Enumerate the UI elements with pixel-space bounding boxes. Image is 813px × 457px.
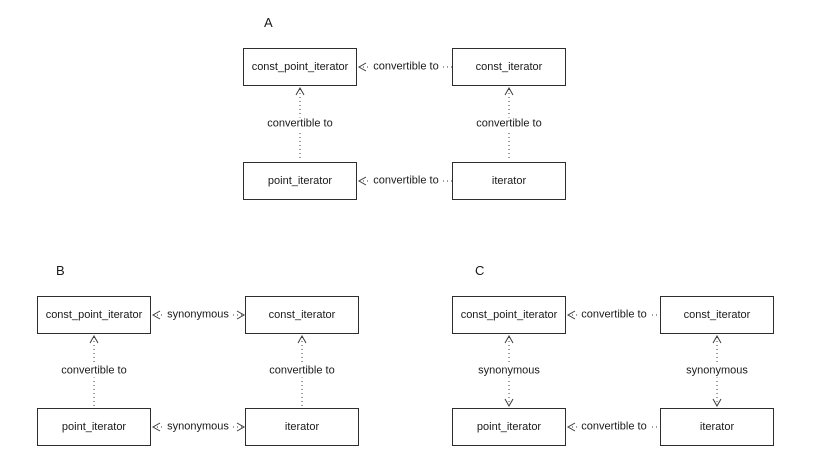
b-top-arrowhead-left-icon	[151, 310, 161, 320]
c-node-const-point-iterator: const_point_iterator	[452, 296, 566, 334]
c-left-arrowhead-down-icon	[504, 398, 514, 408]
c-left-arrowhead-up-icon	[504, 334, 514, 344]
c-right-arrow-label: synonymous	[683, 364, 751, 378]
a-bottom-arrowhead-left-icon	[357, 176, 367, 186]
c-node-iterator: iterator	[660, 408, 774, 446]
b-node-iterator: iterator	[245, 408, 359, 446]
diagram-c-title: C	[475, 263, 485, 278]
c-bottom-arrow-label: convertible to	[578, 420, 650, 434]
c-top-arrowhead-left-icon	[566, 310, 576, 320]
b-bottom-arrowhead-right-icon	[236, 422, 246, 432]
c-right-arrowhead-up-icon	[712, 334, 722, 344]
a-node-const-point-iterator: const_point_iterator	[243, 48, 357, 86]
c-left-arrow-label: synonymous	[475, 364, 543, 378]
b-top-arrow-label: synonymous	[164, 308, 232, 322]
a-top-arrowhead-left-icon	[357, 62, 367, 72]
c-bottom-arrowhead-left-icon	[566, 422, 576, 432]
c-top-arrow-label: convertible to	[578, 308, 650, 322]
b-node-const-point-iterator: const_point_iterator	[37, 296, 151, 334]
a-left-arrowhead-up-icon	[295, 86, 305, 96]
a-right-arrowhead-up-icon	[504, 86, 514, 96]
a-left-arrow-label: convertible to	[264, 117, 336, 131]
b-left-arrow-label: convertible to	[58, 364, 130, 378]
b-bottom-arrow-label: synonymous	[164, 420, 232, 434]
a-node-point-iterator: point_iterator	[243, 162, 357, 200]
diagram-a-title: A	[264, 15, 273, 30]
c-node-const-iterator: const_iterator	[660, 296, 774, 334]
c-right-arrowhead-down-icon	[712, 398, 722, 408]
a-top-arrow-label: convertible to	[370, 60, 442, 74]
b-right-arrow-label: convertible to	[266, 364, 338, 378]
a-bottom-arrow-label: convertible to	[370, 174, 442, 188]
b-top-arrowhead-right-icon	[236, 310, 246, 320]
a-right-arrow-label: convertible to	[473, 117, 545, 131]
diagram-b-title: B	[56, 263, 65, 278]
b-node-const-iterator: const_iterator	[245, 296, 359, 334]
a-node-iterator: iterator	[452, 162, 566, 200]
b-left-arrowhead-up-icon	[89, 334, 99, 344]
c-node-point-iterator: point_iterator	[452, 408, 566, 446]
b-node-point-iterator: point_iterator	[37, 408, 151, 446]
a-node-const-iterator: const_iterator	[452, 48, 566, 86]
b-right-arrowhead-up-icon	[297, 334, 307, 344]
b-bottom-arrowhead-left-icon	[151, 422, 161, 432]
